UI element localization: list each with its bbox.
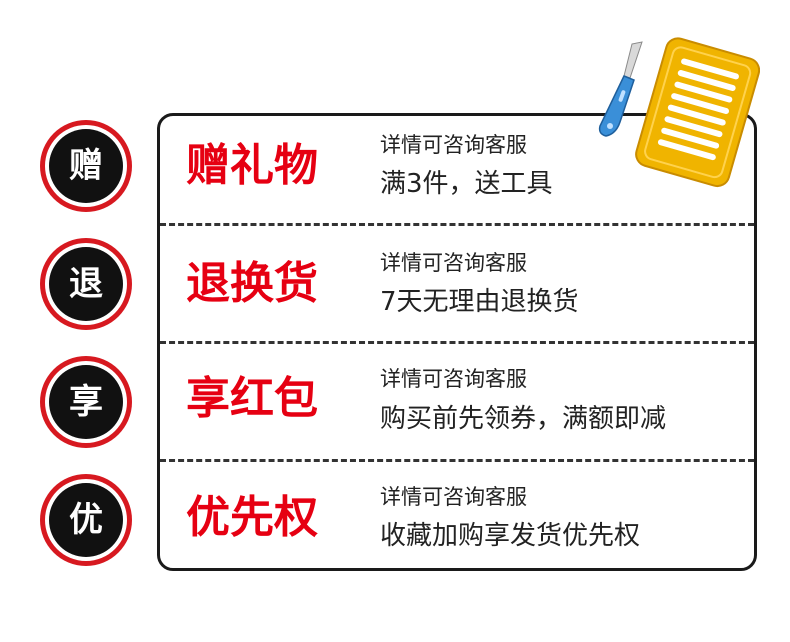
priority-badge: 优 <box>40 474 132 566</box>
redpacket-title: 享红包 <box>186 373 318 424</box>
priority-subtitle: 详情可咨询客服 <box>380 485 527 509</box>
redpacket-subtitle: 详情可咨询客服 <box>380 367 527 391</box>
redpacket-description: 购买前先领券，满额即减 <box>380 404 667 434</box>
row-divider <box>160 341 754 344</box>
priority-badge-label: 优 <box>49 483 123 557</box>
redpacket-badge-label: 享 <box>49 365 123 439</box>
knife-and-scraper-icon <box>598 37 760 188</box>
gift-badge: 赠 <box>40 120 132 212</box>
row-divider <box>160 459 754 462</box>
gift-badge-label: 赠 <box>49 129 123 203</box>
gift-description: 满3件，送工具 <box>380 169 553 199</box>
priority-title: 优先权 <box>186 492 318 543</box>
priority-description: 收藏加购享发货优先权 <box>380 521 641 551</box>
return-title: 退换货 <box>186 258 318 309</box>
redpacket-badge: 享 <box>40 356 132 448</box>
gift-subtitle: 详情可咨询客服 <box>380 133 527 157</box>
row-divider <box>160 223 754 226</box>
return-badge-label: 退 <box>49 247 123 321</box>
return-badge: 退 <box>40 238 132 330</box>
scraper-icon <box>635 37 760 188</box>
gift-title: 赠礼物 <box>186 140 318 191</box>
return-description: 7天无理由退换货 <box>380 287 579 317</box>
utility-knife-icon <box>598 41 643 137</box>
return-subtitle: 详情可咨询客服 <box>380 251 527 275</box>
